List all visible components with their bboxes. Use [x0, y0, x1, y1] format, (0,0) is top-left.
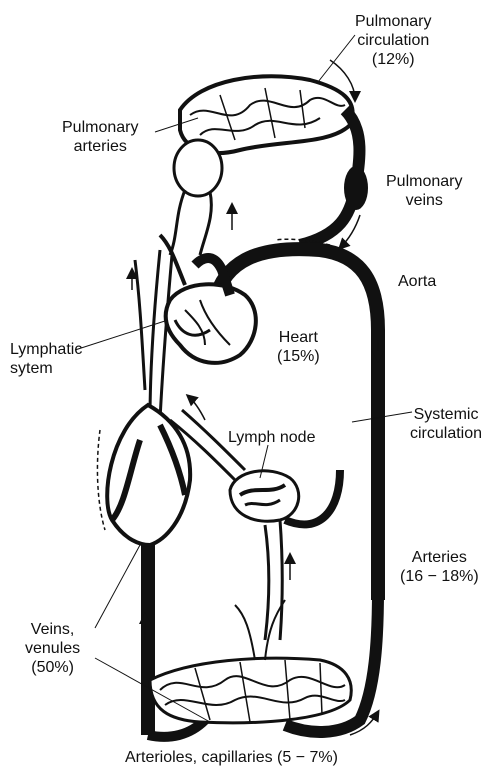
label-arteries: Arteries (16 − 18%): [400, 548, 479, 586]
label-heart: Heart (15%): [277, 328, 320, 366]
label-systemic-circulation: Systemic circulation: [410, 405, 482, 443]
label-line: veins: [386, 191, 462, 210]
pulmonary-artery-vessel: [170, 140, 222, 255]
label-line: venules: [25, 639, 80, 658]
label-line: Pulmonary: [355, 12, 431, 31]
label-pulmonary-circulation: Pulmonary circulation (12%): [355, 12, 431, 69]
systemic-capillary-bed: [150, 600, 351, 723]
flow-arrows: [132, 60, 378, 735]
label-line: Systemic: [410, 405, 482, 424]
label-line: Lymph node: [228, 428, 315, 447]
label-line: (16 − 18%): [400, 567, 479, 586]
label-line: Pulmonary: [386, 172, 462, 191]
label-line: Pulmonary: [62, 118, 138, 137]
label-lymph-node: Lymph node: [228, 428, 315, 447]
label-line: Veins,: [25, 620, 80, 639]
label-line: (15%): [277, 347, 320, 366]
label-line: Heart: [277, 328, 320, 347]
label-line: Lymphatic: [10, 340, 82, 359]
label-aorta: Aorta: [398, 272, 436, 291]
label-line: Arterioles, capillaries (5 − 7%): [125, 748, 338, 767]
label-lymphatic-system: Lymphatic sytem: [10, 340, 82, 378]
label-line: arteries: [62, 137, 138, 156]
label-pulmonary-arteries: Pulmonary arteries: [62, 118, 138, 156]
label-line: circulation: [410, 424, 482, 443]
label-line: sytem: [10, 359, 82, 378]
label-line: Arteries: [400, 548, 479, 567]
label-line: Aorta: [398, 272, 436, 291]
label-arterioles-capillaries: Arterioles, capillaries (5 − 7%): [125, 748, 338, 767]
label-line: (50%): [25, 658, 80, 677]
label-veins-venules: Veins, venules (50%): [25, 620, 80, 677]
label-line: (12%): [355, 50, 431, 69]
label-pulmonary-veins: Pulmonary veins: [386, 172, 462, 210]
label-line: circulation: [355, 31, 431, 50]
